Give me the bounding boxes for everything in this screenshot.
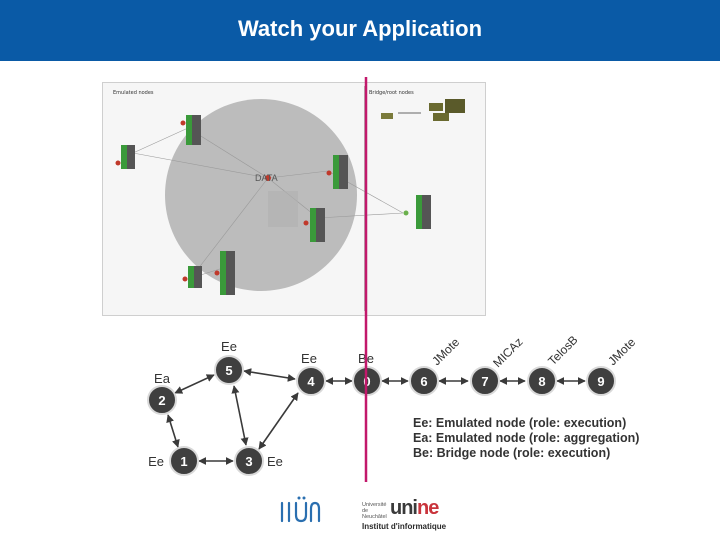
svg-text:7: 7 <box>481 374 488 389</box>
node-cluster-g <box>403 195 431 229</box>
svg-text:4: 4 <box>307 374 315 389</box>
iiun-logo <box>280 496 321 523</box>
role-label-3: Ee <box>267 454 283 469</box>
unine-logo: Université de Neuchâtel unine Institut d… <box>362 497 462 534</box>
role-label-7: MICAz <box>490 335 525 370</box>
node-3: 3 <box>234 446 264 476</box>
right-pane-title: Bridge/root nodes <box>369 90 414 96</box>
node-7: 7 <box>470 366 500 396</box>
node-6: 6 <box>409 366 439 396</box>
data-label: DATA <box>255 173 278 183</box>
edge-4-3 <box>258 392 299 450</box>
role-label-8: TelosB <box>545 333 580 368</box>
node-cluster-d <box>303 208 325 242</box>
edge-5-4 <box>243 368 296 382</box>
node-2: 2 <box>147 385 177 415</box>
node-5: 5 <box>214 355 244 385</box>
unine-wordmark: unine <box>390 497 439 519</box>
svg-text:9: 9 <box>597 374 604 389</box>
svg-text:5: 5 <box>225 363 232 378</box>
svg-text:1: 1 <box>180 454 187 469</box>
edge-5-3 <box>231 385 249 446</box>
pane-divider <box>364 86 365 311</box>
node-cluster-c <box>326 155 348 189</box>
node-cluster-b <box>180 115 201 145</box>
role-label-0: Be <box>358 351 374 366</box>
node-4: 4 <box>296 366 326 396</box>
svg-text:2: 2 <box>158 393 165 408</box>
svg-text:6: 6 <box>420 374 427 389</box>
data-circle <box>165 99 357 291</box>
svg-text:8: 8 <box>538 374 545 389</box>
node-cluster-f <box>182 266 202 288</box>
edge-2-5 <box>174 374 215 394</box>
role-label-9: JMote <box>605 335 638 368</box>
node-1: 1 <box>169 446 199 476</box>
node-8: 8 <box>527 366 557 396</box>
role-label-1: Ee <box>148 454 164 469</box>
role-label-4: Ee <box>301 351 317 366</box>
monitor-screenshot: Emulated nodes Bridge/root nodes <box>102 82 486 316</box>
role-label-6: JMote <box>429 335 462 368</box>
legend-line-ee: Ee: Emulated node (role: execution) <box>413 416 627 430</box>
bridge-hardware-thumb <box>381 99 465 121</box>
monitor-canvas: DATA <box>115 99 465 295</box>
node-cluster-h <box>265 175 298 227</box>
legend-line-ea: Ea: Emulated node (role: aggregation) <box>413 431 640 445</box>
node-9: 9 <box>586 366 616 396</box>
institute-name: Institut d'informatique <box>362 522 447 531</box>
legend-line-be: Be: Bridge node (role: execution) <box>413 446 611 460</box>
svg-text:3: 3 <box>245 454 252 469</box>
header-bar: Watch your Application <box>0 0 720 61</box>
left-pane-title: Emulated nodes <box>113 90 154 96</box>
page-title: Watch your Application <box>237 16 483 41</box>
edge-2-1 <box>166 414 180 448</box>
node-cluster-e <box>214 251 235 295</box>
node-0: 0 <box>352 366 382 396</box>
role-label-2: Ea <box>154 371 171 386</box>
node-cluster-a <box>115 145 135 169</box>
role-label-5: Ee <box>221 339 237 354</box>
unine-small-text: Université de Neuchâtel <box>362 502 387 520</box>
svg-text:0: 0 <box>363 374 370 389</box>
legend: Ee: Emulated node (role: execution) Ea: … <box>413 416 639 461</box>
